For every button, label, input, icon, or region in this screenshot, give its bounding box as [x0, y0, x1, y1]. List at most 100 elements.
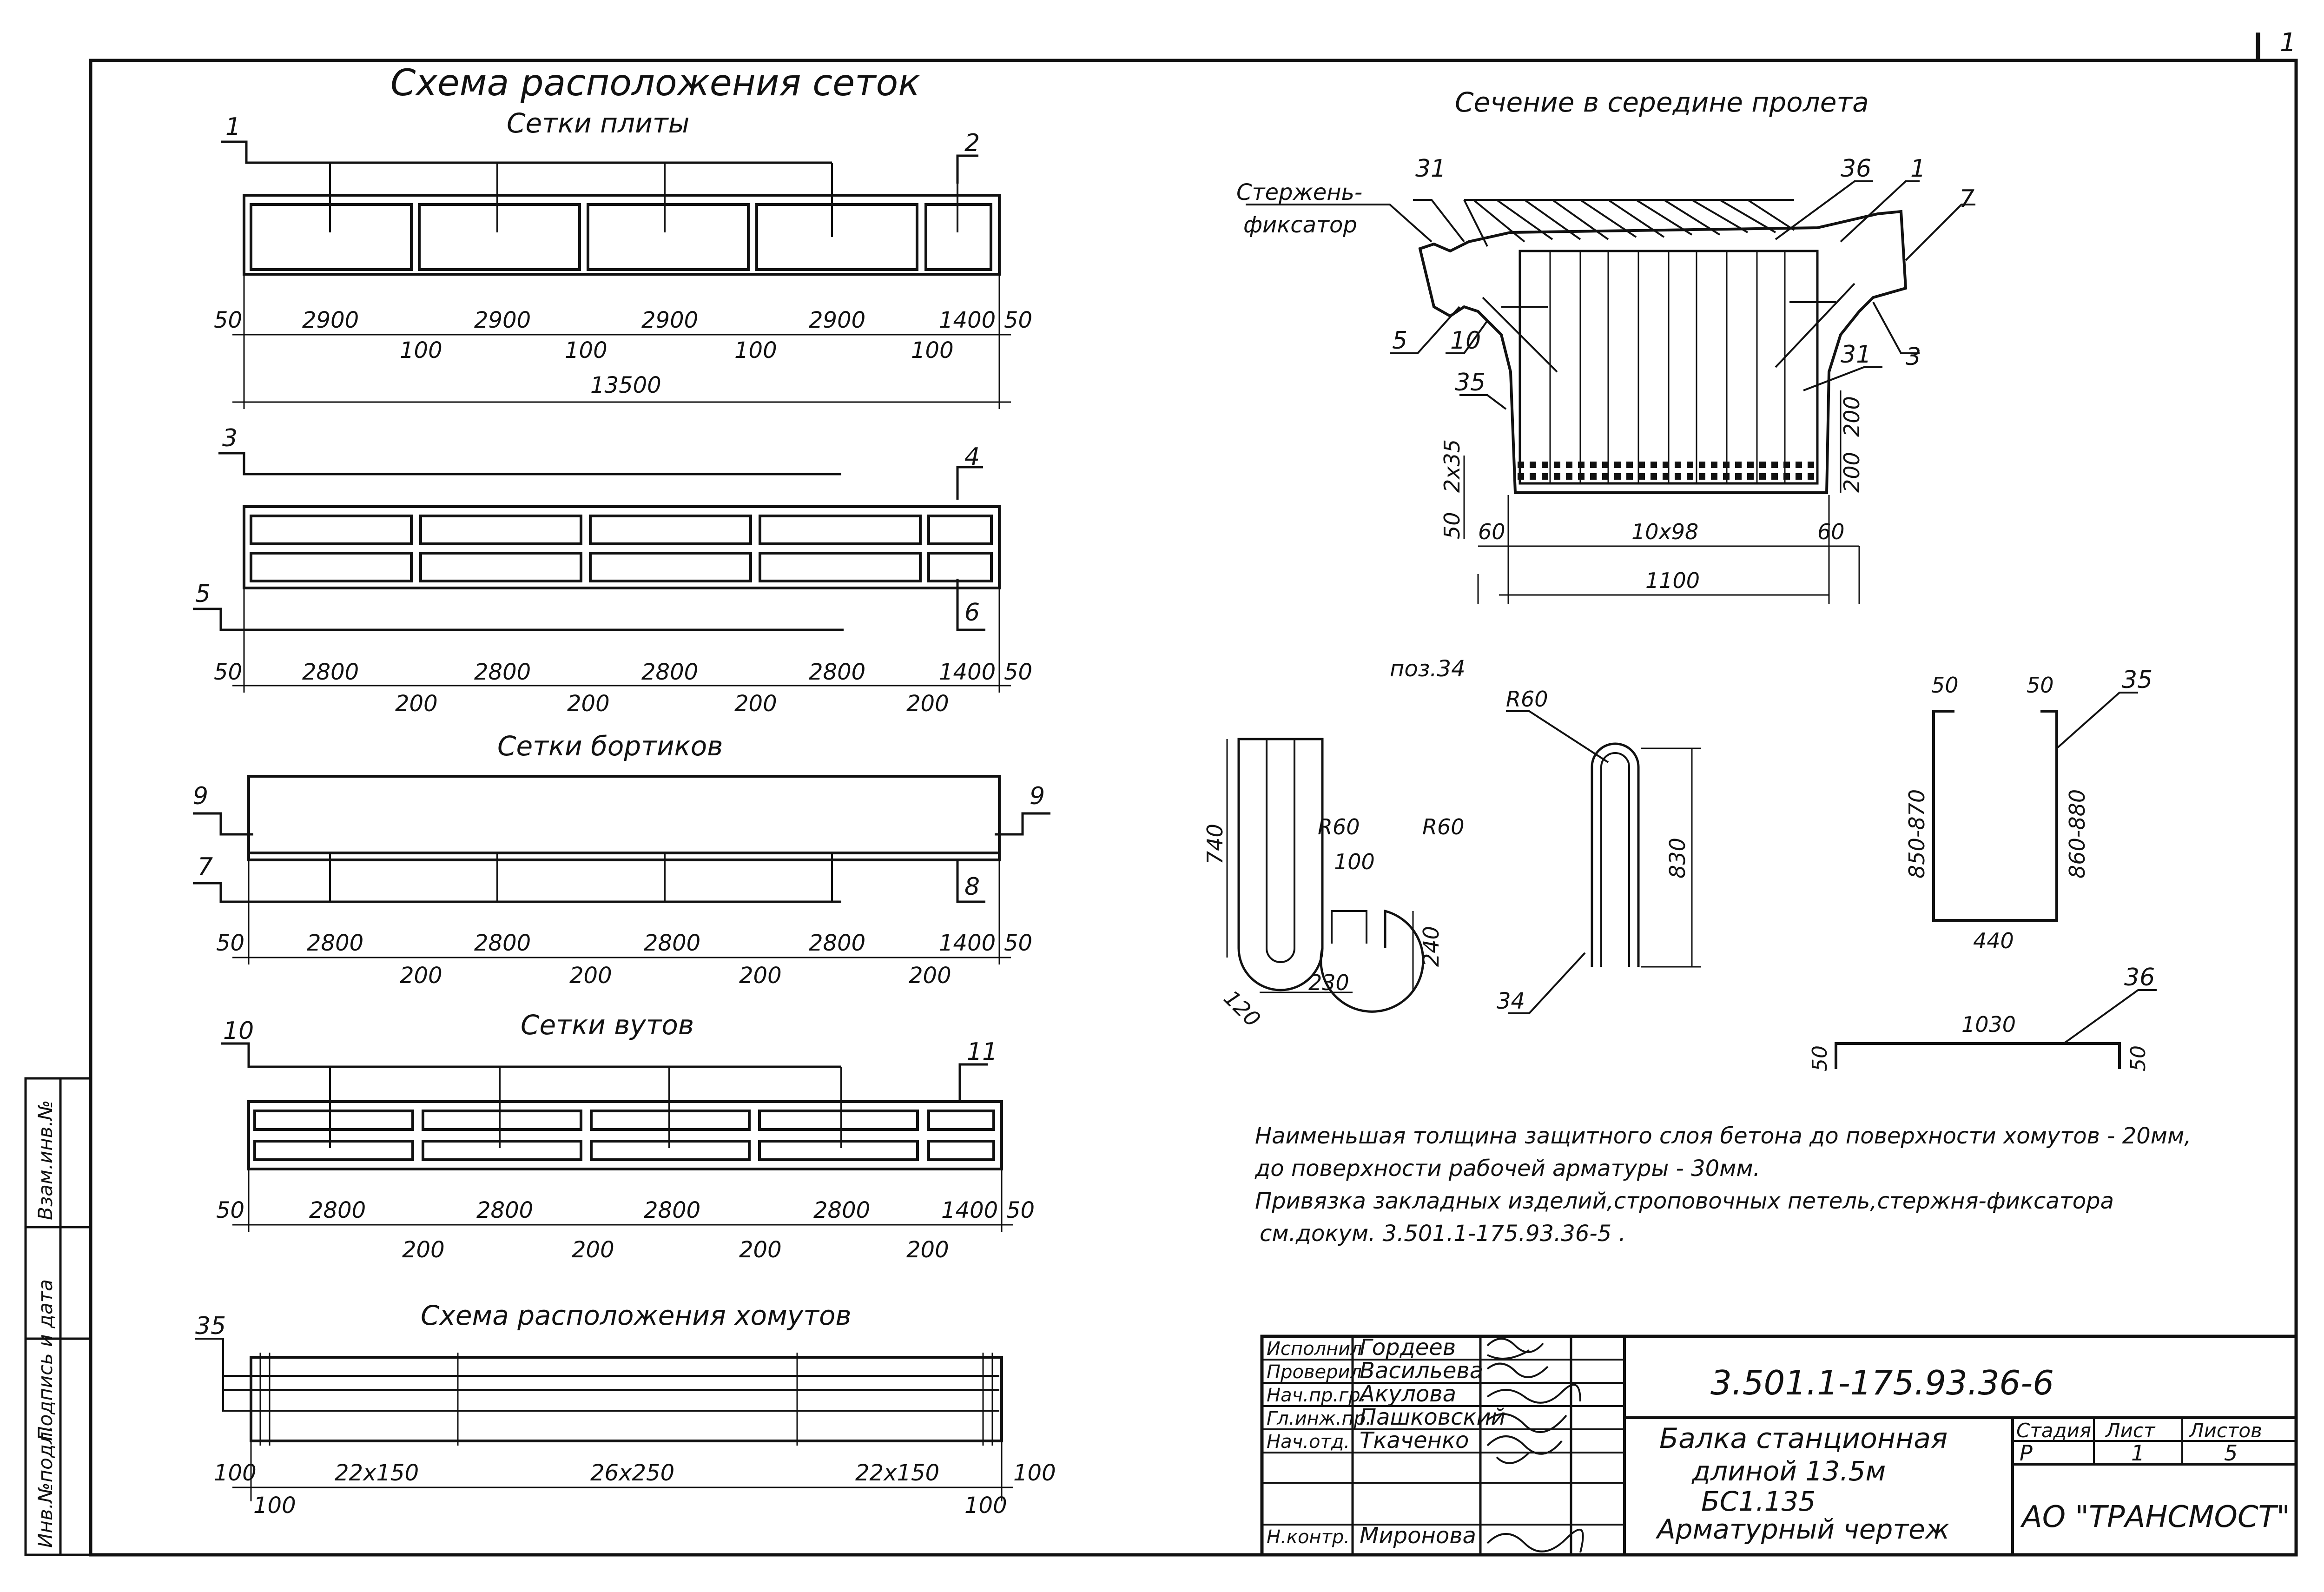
haunch-end-right: 50: [1006, 1197, 1035, 1223]
slab2-width-5: 1400: [939, 659, 996, 685]
stirrups-seg-1: 22x150: [335, 1460, 419, 1486]
tb-sheets-header: Листов: [2188, 1419, 2262, 1442]
bar36-dim-50-right: 50: [2126, 1045, 2150, 1071]
section-label-3: 3: [1906, 343, 1921, 371]
pos34-dim-230: 230: [1308, 970, 1349, 995]
stirrups-end-left: 100: [214, 1460, 257, 1486]
signatures: [1486, 1338, 1584, 1553]
tb-name-2: Васильева: [1360, 1358, 1483, 1384]
loop-dim-830: 830: [1665, 838, 1690, 879]
section-dim-60-right: 60: [1817, 519, 1845, 544]
bar36-dim-50-left: 50: [1808, 1045, 1832, 1071]
tb-name-1: Гордеев: [1360, 1334, 1456, 1361]
slab2-end-left: 50: [214, 659, 242, 685]
bar36-drawing: [1835, 989, 2157, 1069]
slab2-label-5: 5: [195, 580, 211, 608]
slab2-mesh-diagram: 3 4 5 6: [193, 424, 1011, 693]
slab-gap-2: 100: [565, 337, 607, 363]
edges-width-5: 1400: [939, 930, 996, 956]
slab-end-left: 50: [214, 307, 242, 333]
slab2-gap-3: 200: [734, 691, 777, 717]
tb-title-line-4: Арматурный чертеж: [1655, 1513, 1949, 1545]
haunch-width-4: 2800: [813, 1197, 870, 1223]
tb-stage-header: Стадия: [2016, 1419, 2091, 1442]
side-stamp: Инв.№подл. Подпись и дата Взам.инв.№: [24, 1077, 92, 1556]
edges-label-7: 7: [198, 853, 213, 881]
tb-role-3: Нач.пр.гр.: [1267, 1385, 1366, 1406]
tb-sheet-header: Лист: [2105, 1419, 2156, 1442]
pos34-dim-120: 120: [1219, 985, 1265, 1032]
slab2-label-4: 4: [964, 443, 980, 471]
haunch-width-1: 2800: [309, 1197, 366, 1223]
edges-width-2: 2800: [474, 930, 531, 956]
tb-role-6: Н.контр.: [1267, 1526, 1350, 1548]
haunch-gap-2: 200: [572, 1237, 614, 1263]
tb-role-4: Гл.инж.пр.: [1267, 1408, 1372, 1429]
note-line-3: Привязка закладных изделий,строповочных …: [1255, 1188, 2114, 1214]
slab-total: 13500: [590, 372, 661, 398]
slab2-width-3: 2800: [641, 659, 698, 685]
edges-title: Сетки бортиков: [497, 730, 723, 762]
section-label-31-top: 31: [1415, 155, 1446, 183]
edges-mesh-diagram: 9 9 7 8: [193, 775, 1050, 964]
section-fixator-label2: фиксатор: [1243, 212, 1357, 238]
section-title: Сечение в середине пролета: [1455, 86, 1869, 118]
section-dim-60-left: 60: [1478, 519, 1505, 544]
tb-name-5: Ткаченко: [1360, 1427, 1469, 1453]
section-label-35: 35: [1455, 369, 1486, 396]
section-label-1: 1: [1910, 155, 1926, 183]
edges-gap-3: 200: [739, 963, 782, 989]
haunch-width-2: 2800: [476, 1197, 533, 1223]
slab-title: Сетки плиты: [507, 107, 689, 139]
slab-gap-4: 100: [911, 337, 954, 363]
side-stamp-sign: Подпись и дата: [34, 1279, 57, 1441]
stirrup35-label-35: 35: [2122, 666, 2152, 694]
section-label-7: 7: [1959, 185, 1974, 213]
loop-label-34: 34: [1497, 988, 1525, 1014]
side-stamp-inv: Инв.№подл.: [34, 1426, 57, 1548]
slab2-label-3: 3: [222, 424, 238, 452]
slab-width-3: 2900: [641, 307, 698, 333]
section-dim-1100: 1100: [1645, 568, 1700, 593]
side-stamp-replace: Взам.инв.№: [34, 1100, 57, 1220]
slab2-gap-1: 200: [395, 691, 438, 717]
tb-sheets: 5: [2224, 1440, 2238, 1466]
edges-end-right: 50: [1004, 930, 1032, 956]
slab2-label-6: 6: [964, 599, 980, 627]
bar36-dim-1030: 1030: [1961, 1012, 2016, 1037]
pos34-dim-100: 100: [1334, 849, 1375, 874]
stirrups-end-left-sub: 100: [253, 1493, 296, 1519]
stirrups-seg-3: 22x150: [855, 1460, 939, 1486]
stirrup35-dim-50-left: 50: [1931, 673, 1959, 698]
stirrups-end-right: 100: [1013, 1460, 1056, 1486]
haunch-gap-3: 200: [739, 1237, 782, 1263]
section-fixator-label: Стержень-: [1236, 179, 1362, 205]
edges-width-4: 2800: [809, 930, 865, 956]
haunch-title: Сетки вутов: [521, 1009, 694, 1041]
slab-end-right: 50: [1004, 307, 1032, 333]
tb-doc-number: 3.501.1-175.93.36-6: [1710, 1363, 2054, 1402]
tb-sheet: 1: [2131, 1440, 2145, 1466]
stirrups-label: 35: [195, 1312, 226, 1340]
section-drawing: [1246, 180, 1975, 604]
edges-label-8: 8: [964, 873, 980, 901]
edges-end-left: 50: [216, 930, 244, 956]
slab2-width-2: 2800: [474, 659, 531, 685]
slab-gap-3: 100: [734, 337, 777, 363]
stirrups-seg-2: 26x250: [590, 1460, 674, 1486]
edges-label-9-left: 9: [193, 782, 208, 810]
tb-role-1: Исполнил: [1267, 1338, 1362, 1360]
slab-mesh-diagram: 1 2: [221, 113, 1011, 409]
haunch-label-10: 10: [223, 1017, 254, 1045]
note-line-2: до поверхности рабочей арматуры - 30мм.: [1254, 1156, 1760, 1182]
sheet-frame: [89, 59, 2298, 1557]
slab2-width-1: 2800: [302, 659, 359, 685]
pos34-dim-r60-left: R60: [1318, 814, 1360, 839]
tb-stage: Р: [2020, 1440, 2033, 1466]
slab-width-1: 2900: [302, 307, 359, 333]
section-dim-10x98: 10x98: [1631, 519, 1698, 544]
stirrup35-drawing: [1932, 692, 2138, 922]
section-dim-200-lower: 200: [1839, 452, 1864, 493]
tb-role-5: Нач.отд.: [1267, 1431, 1350, 1453]
